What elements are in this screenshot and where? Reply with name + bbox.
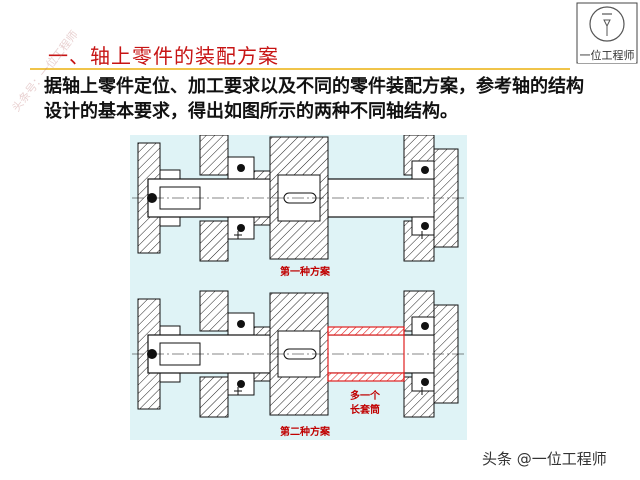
slide-title: 一、轴上零件的装配方案 xyxy=(48,44,279,68)
shaft-assembly-drawing: 第一种方案 多一个 长套筒 第二种方案 xyxy=(130,135,467,440)
annotation-line-2: 长套筒 xyxy=(350,403,380,416)
body-paragraph: 据轴上零件定位、加工要求以及不同的零件装配方案，参考轴的结构设计的基本要求，得出… xyxy=(44,76,584,122)
footer-credit: 头条 @一位工程师 xyxy=(482,450,607,468)
logo-text: 一位工程师 xyxy=(578,47,636,63)
annotation-line-1: 多一个 xyxy=(350,389,381,402)
scheme-2-caption: 第二种方案 xyxy=(280,425,331,438)
scheme-1-caption: 第一种方案 xyxy=(280,265,331,278)
title-divider xyxy=(30,68,570,70)
scheme-2-assembly xyxy=(131,290,465,418)
